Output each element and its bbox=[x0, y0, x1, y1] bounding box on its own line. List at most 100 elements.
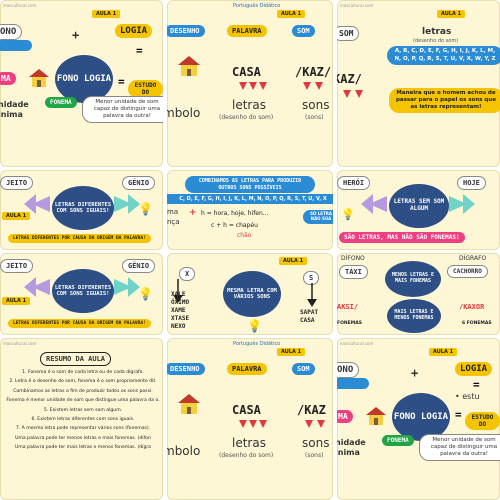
nao-fonemas-box: SÃO LETRAS, MAS NÃO SÃO FONEMAS! bbox=[339, 232, 465, 243]
footer-brand: mascultural.com bbox=[3, 341, 37, 346]
fonema-box: FONEMA bbox=[382, 435, 414, 446]
slide-alfabeto[interactable]: mascultural.com AULA 1 SOM letras (desen… bbox=[337, 0, 500, 167]
slide-difono-digrafo[interactable]: DÍFONO DÍGRAFO TÁXI CACHORRO MENOS LETRA… bbox=[337, 253, 500, 335]
estudo-box: ESTUDO DO bbox=[465, 412, 500, 430]
genio-box: GÊNIO bbox=[122, 176, 156, 190]
sons-label: sons bbox=[302, 98, 330, 112]
simbolo-text: mbolo bbox=[167, 106, 201, 120]
house-icon bbox=[365, 406, 387, 426]
arrow-down-icon bbox=[249, 420, 257, 428]
som-box: SOM bbox=[337, 26, 360, 41]
slide-combinacao[interactable]: COMBINAMOS AS LETRAS PARA PRODUZIR OUTRO… bbox=[167, 170, 333, 250]
slide-letras-sons[interactable]: AULA 1 Português Didático DESENHO PALAVR… bbox=[167, 0, 333, 167]
unidade-text: nidade bbox=[337, 438, 366, 447]
estu-text: • estu bbox=[455, 392, 480, 401]
ma-text: ma bbox=[167, 208, 179, 216]
arrow-right-icon bbox=[114, 277, 140, 297]
arrow-left-icon bbox=[24, 194, 50, 214]
fonemas-left: FONEMAS bbox=[337, 321, 362, 326]
x-word: XAME bbox=[171, 307, 186, 315]
desenho-box: DESENHO bbox=[167, 25, 205, 37]
arrow-down-icon bbox=[173, 279, 183, 303]
simbolo-text: mbolo bbox=[167, 444, 201, 458]
jeito-box: JEITO bbox=[0, 176, 34, 190]
kaxorro-phonetic: /KAXOR bbox=[459, 303, 485, 311]
sons-label: sons bbox=[302, 436, 330, 450]
footer-brand: mascultural.com bbox=[3, 3, 37, 8]
aula-badge: AULA 1 bbox=[2, 212, 31, 220]
chao-word: chão bbox=[237, 232, 252, 239]
letras-sub: (desenho do som) bbox=[219, 114, 274, 121]
desenho-box: DESENHO bbox=[167, 363, 205, 375]
slide-letras-sem-som[interactable]: HERÓI HOJE LETRAS SEM SOM ALGUM 💡 SÃO LE… bbox=[337, 170, 500, 250]
letras-subtitle: (desenho do som) bbox=[413, 38, 459, 44]
alphabet-strip: C, D, E, F, G, H, I, J, K, L, M, N, O, P… bbox=[167, 194, 333, 204]
aula-badge: AULA 1 bbox=[279, 257, 308, 265]
x-word: NEXO bbox=[171, 323, 186, 331]
s-words-list: SAPAT CASA bbox=[300, 309, 318, 325]
fonema-definition: Menor unidade de som capaz de distinguir… bbox=[419, 434, 500, 461]
minima-text: inima bbox=[0, 110, 23, 119]
jeito-box: JEITO bbox=[0, 259, 34, 273]
resumo-line: Uma palavra pode ter menos letras e mais… bbox=[15, 435, 151, 441]
x-box: X bbox=[179, 267, 196, 281]
x-word: ÓXIMO bbox=[171, 299, 190, 307]
arrow-down-icon bbox=[305, 420, 313, 428]
footer-brand: mascultural.com bbox=[340, 341, 374, 346]
nao-soa-box: SÓ LETRA NÃO SOA bbox=[303, 210, 333, 224]
aula-badge: AULA 1 bbox=[92, 10, 121, 18]
logia-box: LOGIA bbox=[455, 362, 493, 376]
hoje-box: HOJE bbox=[457, 176, 486, 190]
slide-fonologia-2[interactable]: mascultural.com AULA 1 ONO + LOGIA = • e… bbox=[337, 338, 500, 500]
slide-fonologia[interactable]: mascultural.com AULA 1 ONO + LOGIA = MA … bbox=[0, 0, 163, 167]
heroi-box: HERÓI bbox=[337, 176, 371, 190]
lightbulb-icon: 💡 bbox=[138, 287, 153, 301]
resumo-line: Uma palavra pode ter mais letras e menos… bbox=[14, 445, 152, 451]
house-icon bbox=[28, 68, 50, 88]
resumo-line: Fonema é menor unidade de som que distin… bbox=[6, 398, 160, 404]
resumo-line: Combinamos as letras a fim de produzir t… bbox=[13, 388, 153, 394]
alphabet-box: A, B, C, D, E, F, G, H, I, J, K, L, M, N… bbox=[387, 46, 500, 66]
arrow-down-icon bbox=[303, 82, 311, 90]
plus-sign: + bbox=[72, 28, 80, 42]
nca-text: nça bbox=[167, 218, 180, 226]
resumo-line: 7. A mesma letra pode representar vários… bbox=[15, 426, 151, 432]
letras-label: letras bbox=[232, 436, 266, 450]
slide-letras-diferentes[interactable]: JEITO GÊNIO LETRAS DIFERENTES COM SONS I… bbox=[0, 170, 163, 250]
arrow-down-icon bbox=[317, 420, 325, 428]
logia-box: LOGIA bbox=[115, 24, 153, 38]
fonema-definition: Menor unidade de som capaz de distinguir… bbox=[82, 96, 163, 123]
menos-letras-blob: MENOS LETRAS E MAIS FONEMAS bbox=[385, 261, 441, 297]
aksi-phonetic: AKSI/ bbox=[337, 303, 359, 311]
arrow-right-icon bbox=[449, 194, 475, 214]
slide-letras-diferentes-2[interactable]: JEITO GÊNIO LETRAS DIFERENTES COM SONS I… bbox=[0, 253, 163, 335]
x-word: XTASE bbox=[171, 315, 190, 323]
arrow-down-icon bbox=[315, 82, 323, 90]
slide-resumo[interactable]: mascultural.com RESUMO DA AULA 1. Fonema… bbox=[0, 338, 163, 500]
slide-mesma-letra[interactable]: X S AULA 1 MESMA LETRA COM VÁRIOS SONS X… bbox=[167, 253, 333, 335]
lightbulb-icon: 💡 bbox=[341, 208, 355, 221]
resumo-line: 6. Existem letras diferentes com sons ig… bbox=[31, 417, 135, 423]
casa-word: CASA bbox=[232, 65, 261, 79]
blue-bar bbox=[337, 378, 369, 389]
equals-sign-2: = bbox=[455, 408, 462, 421]
aula-badge: AULA 1 bbox=[2, 297, 31, 305]
fono-box: ONO bbox=[337, 362, 360, 378]
equals-sign: = bbox=[473, 378, 480, 391]
arrow-left-icon bbox=[24, 277, 50, 297]
resumo-line: 1. Fonema é o som de cada letra ou de ca… bbox=[22, 370, 144, 375]
letras-title: letras bbox=[422, 27, 452, 37]
slide-letras-sons-2[interactable]: AULA 1 Português Didático DESENHO PALAVR… bbox=[167, 338, 333, 500]
mesma-letra-blob: MESMA LETRA COM VÁRIOS SONS bbox=[223, 271, 281, 317]
arrow-left-icon bbox=[361, 194, 387, 214]
arrow-down-icon bbox=[249, 82, 257, 90]
equals-sign: = bbox=[136, 44, 143, 57]
lightbulb-icon: 💡 bbox=[138, 202, 153, 216]
genio-box: GÊNIO bbox=[122, 259, 156, 273]
casa-word: CASA bbox=[232, 403, 261, 417]
sem-som-blob: LETRAS SEM SOM ALGUM bbox=[389, 184, 449, 228]
som-box: SOM bbox=[292, 25, 315, 37]
fonemas-right: 6 FONEMAS bbox=[462, 321, 492, 326]
fono-box: ONO bbox=[0, 24, 23, 40]
origem-box: LETRAS DIFERENTES POR CAUSA DA ORIGEM DA… bbox=[8, 234, 151, 243]
